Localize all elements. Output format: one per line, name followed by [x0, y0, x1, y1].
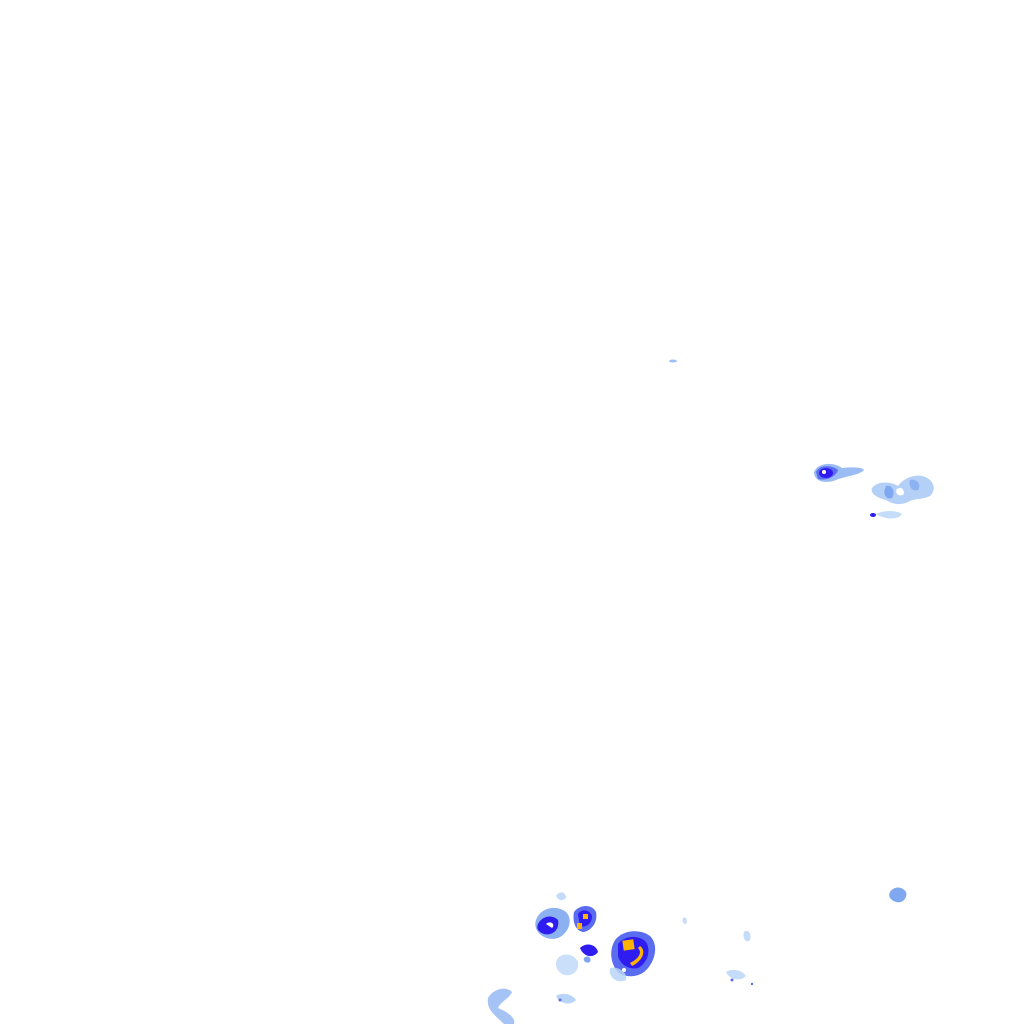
radar-cell-south-central [573, 906, 598, 963]
radar-cell-east-cluster [870, 475, 934, 519]
radar-echo-scatter-southeast [682, 917, 754, 986]
radar-cell-northeast-comet [814, 463, 864, 482]
radar-echo-speck [669, 359, 677, 363]
radar-cell-southwest [535, 892, 570, 939]
radar-cell-far-southeast [889, 887, 907, 903]
radar-cell-far-southwest [487, 954, 579, 1024]
radar-cell-south-main [609, 931, 656, 982]
